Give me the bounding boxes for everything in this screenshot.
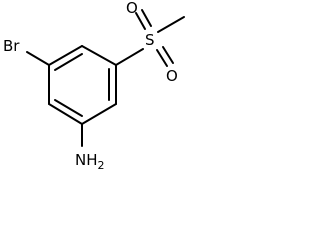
ring-bond-top-left bbox=[48, 45, 83, 66]
s-o-top-bond-a bbox=[135, 12, 146, 30]
s-methyl-bond bbox=[157, 16, 185, 33]
ring-bond-bottom-left bbox=[48, 103, 83, 125]
chemical-structure: Br S O O NH2 bbox=[3, 0, 185, 172]
oxygen-bottom-label: O bbox=[166, 67, 178, 85]
ring-bond-top-left-inner bbox=[54, 53, 83, 71]
c-br-bond bbox=[26, 51, 50, 66]
amine-text: NH bbox=[75, 151, 98, 169]
oxygen-top-label: O bbox=[126, 0, 138, 17]
amine-subscript: 2 bbox=[98, 159, 105, 172]
s-o-top-bond-b bbox=[141, 9, 152, 27]
bromine-label: Br bbox=[3, 37, 20, 55]
amine-label: NH2 bbox=[75, 151, 105, 172]
ring-bond-bottom-right bbox=[81, 103, 117, 125]
s-o-bottom-bond-a bbox=[156, 49, 168, 67]
ring-bond-top-right bbox=[81, 45, 117, 66]
ring-bond-bottom-left-inner bbox=[54, 99, 83, 117]
sulfur-label: S bbox=[145, 31, 155, 49]
s-o-bottom-bond-b bbox=[162, 46, 174, 64]
c-s-bond bbox=[115, 48, 144, 66]
benzene-ring bbox=[48, 45, 117, 125]
